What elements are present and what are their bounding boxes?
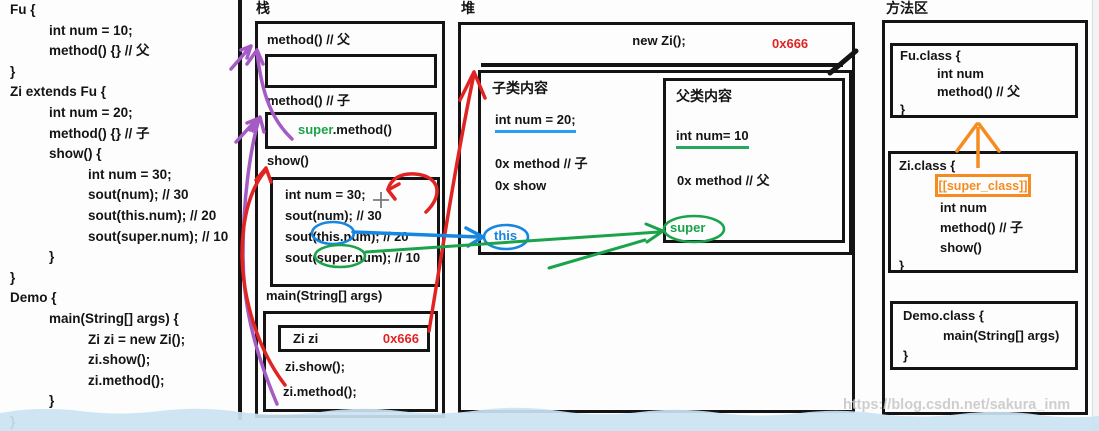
fu-class-box: Fu.class { int num method() // 父 }	[890, 43, 1078, 118]
stack-frame-main-label: main(String[] args)	[266, 288, 383, 303]
child-num-field: int num = 20;	[495, 112, 576, 133]
code-line: Fu {	[10, 2, 36, 17]
heap-this-label: this	[494, 228, 518, 243]
heap-object-box	[478, 70, 852, 255]
code-panel: Fu { int num = 10; method() {} // 父} Zi ext…	[0, 0, 236, 431]
stack-title: 栈	[256, 0, 270, 16]
super-call-rest: .method()	[332, 122, 392, 137]
child-show-ref: 0x show	[495, 178, 547, 193]
method-area-title: 方法区	[886, 0, 928, 16]
child-method-ref: 0x method // 子	[495, 156, 588, 171]
demo-class-box: Demo.class { main(String[] args) }	[890, 301, 1078, 370]
stack-frame-show-label: show()	[267, 153, 309, 168]
parent-num-field: int num= 10	[676, 128, 749, 149]
zi-variable-address: 0x666	[382, 331, 419, 346]
zi-variable-name: Zi zi	[293, 331, 319, 346]
show-line-sout-super: sout(super.num); // 10	[285, 250, 421, 265]
parent-content-label: 父类内容	[676, 88, 732, 104]
child-content-label: 子类内容	[492, 80, 548, 96]
code-line: sout(this.num); // 20	[88, 207, 217, 223]
code-line: zi.method();	[88, 372, 165, 388]
this-word: this	[316, 229, 340, 244]
demo-class-close: }	[903, 348, 909, 363]
code-line: int num = 10;	[49, 22, 133, 38]
code-line: zi.show();	[88, 352, 151, 368]
zi-variable-box: Zi zi 0x666	[278, 325, 430, 352]
watermark: https://blog.csdn.net/sakura_inm	[843, 397, 1071, 413]
zi-class-method: method() // 子	[940, 220, 1024, 235]
call-zi-show: zi.show();	[285, 359, 345, 374]
stack-frame-show-box: int num = 30; sout(num); // 30 sout(this…	[270, 177, 440, 287]
fu-class-close: }	[900, 102, 906, 117]
code-line: method() {} // 子	[49, 125, 150, 141]
show-line-sout-this: sout(this.num); // 20	[285, 229, 409, 244]
super-word: super	[316, 250, 352, 265]
show-line-sout-num: sout(num); // 30	[285, 208, 382, 223]
fu-class-header: Fu.class {	[900, 48, 961, 63]
code-line: }	[10, 413, 16, 429]
heap-new-zi-label: new Zi();	[632, 33, 686, 48]
scrollbar-track[interactable]	[1092, 0, 1099, 431]
code-line: Demo {	[10, 290, 57, 306]
super-class-pointer-box: [[super_class]]	[935, 174, 1031, 197]
parent-content-box	[663, 78, 845, 243]
call-zi-method: zi.method();	[283, 384, 357, 399]
code-line: method() {} // 父	[49, 43, 150, 59]
code-line: Zi extends Fu {	[10, 84, 107, 100]
zi-class-box: Zi.class { [[super_class]] int num metho…	[888, 151, 1078, 273]
heap-object-address: 0x666	[772, 36, 809, 51]
stack-frame-method-zi-label: method() // 子	[267, 93, 351, 108]
heap-super-label: super	[670, 220, 706, 235]
code-line: int num = 20;	[49, 104, 133, 120]
code-line: int num = 30;	[88, 166, 172, 182]
stack-frame-method-zi-box: super.method()	[265, 112, 437, 149]
super-class-pointer-label: [[super_class]]	[938, 179, 1028, 193]
fu-class-method: method() // 父	[937, 84, 1021, 99]
panel-divider	[238, 0, 242, 420]
code-line: show() {	[49, 146, 102, 162]
code-line: main(String[] args) {	[49, 310, 179, 326]
code-line: Zi zi = new Zi();	[88, 331, 186, 347]
parent-method-ref: 0x method // 父	[677, 173, 770, 188]
code-line: sout(super.num); // 10	[88, 228, 229, 244]
super-keyword: super	[298, 122, 333, 137]
zi-class-show: show()	[940, 240, 982, 255]
code-line: }	[10, 269, 16, 285]
zi-class-close: }	[899, 258, 905, 273]
demo-class-header: Demo.class {	[903, 308, 984, 323]
zi-class-header: Zi.class {	[899, 158, 956, 173]
super-method-call: super.method()	[298, 122, 392, 137]
demo-class-main: main(String[] args)	[943, 328, 1060, 343]
stack-frame-method-fu-box	[265, 54, 437, 88]
code-line: sout(num); // 30	[88, 187, 189, 203]
stack-frame-method-fu-label: method() // 父	[267, 32, 351, 47]
fu-class-field: int num	[937, 66, 984, 81]
stack-frame-main-box: Zi zi 0x666 zi.show(); zi.method();	[263, 311, 438, 412]
code-line: }	[49, 249, 55, 265]
show-line-num30: int num = 30;	[285, 187, 366, 202]
zi-class-field: int num	[940, 200, 987, 215]
heap-title: 堆	[461, 0, 475, 16]
code-line: }	[10, 63, 16, 79]
code-line: }	[49, 393, 55, 409]
